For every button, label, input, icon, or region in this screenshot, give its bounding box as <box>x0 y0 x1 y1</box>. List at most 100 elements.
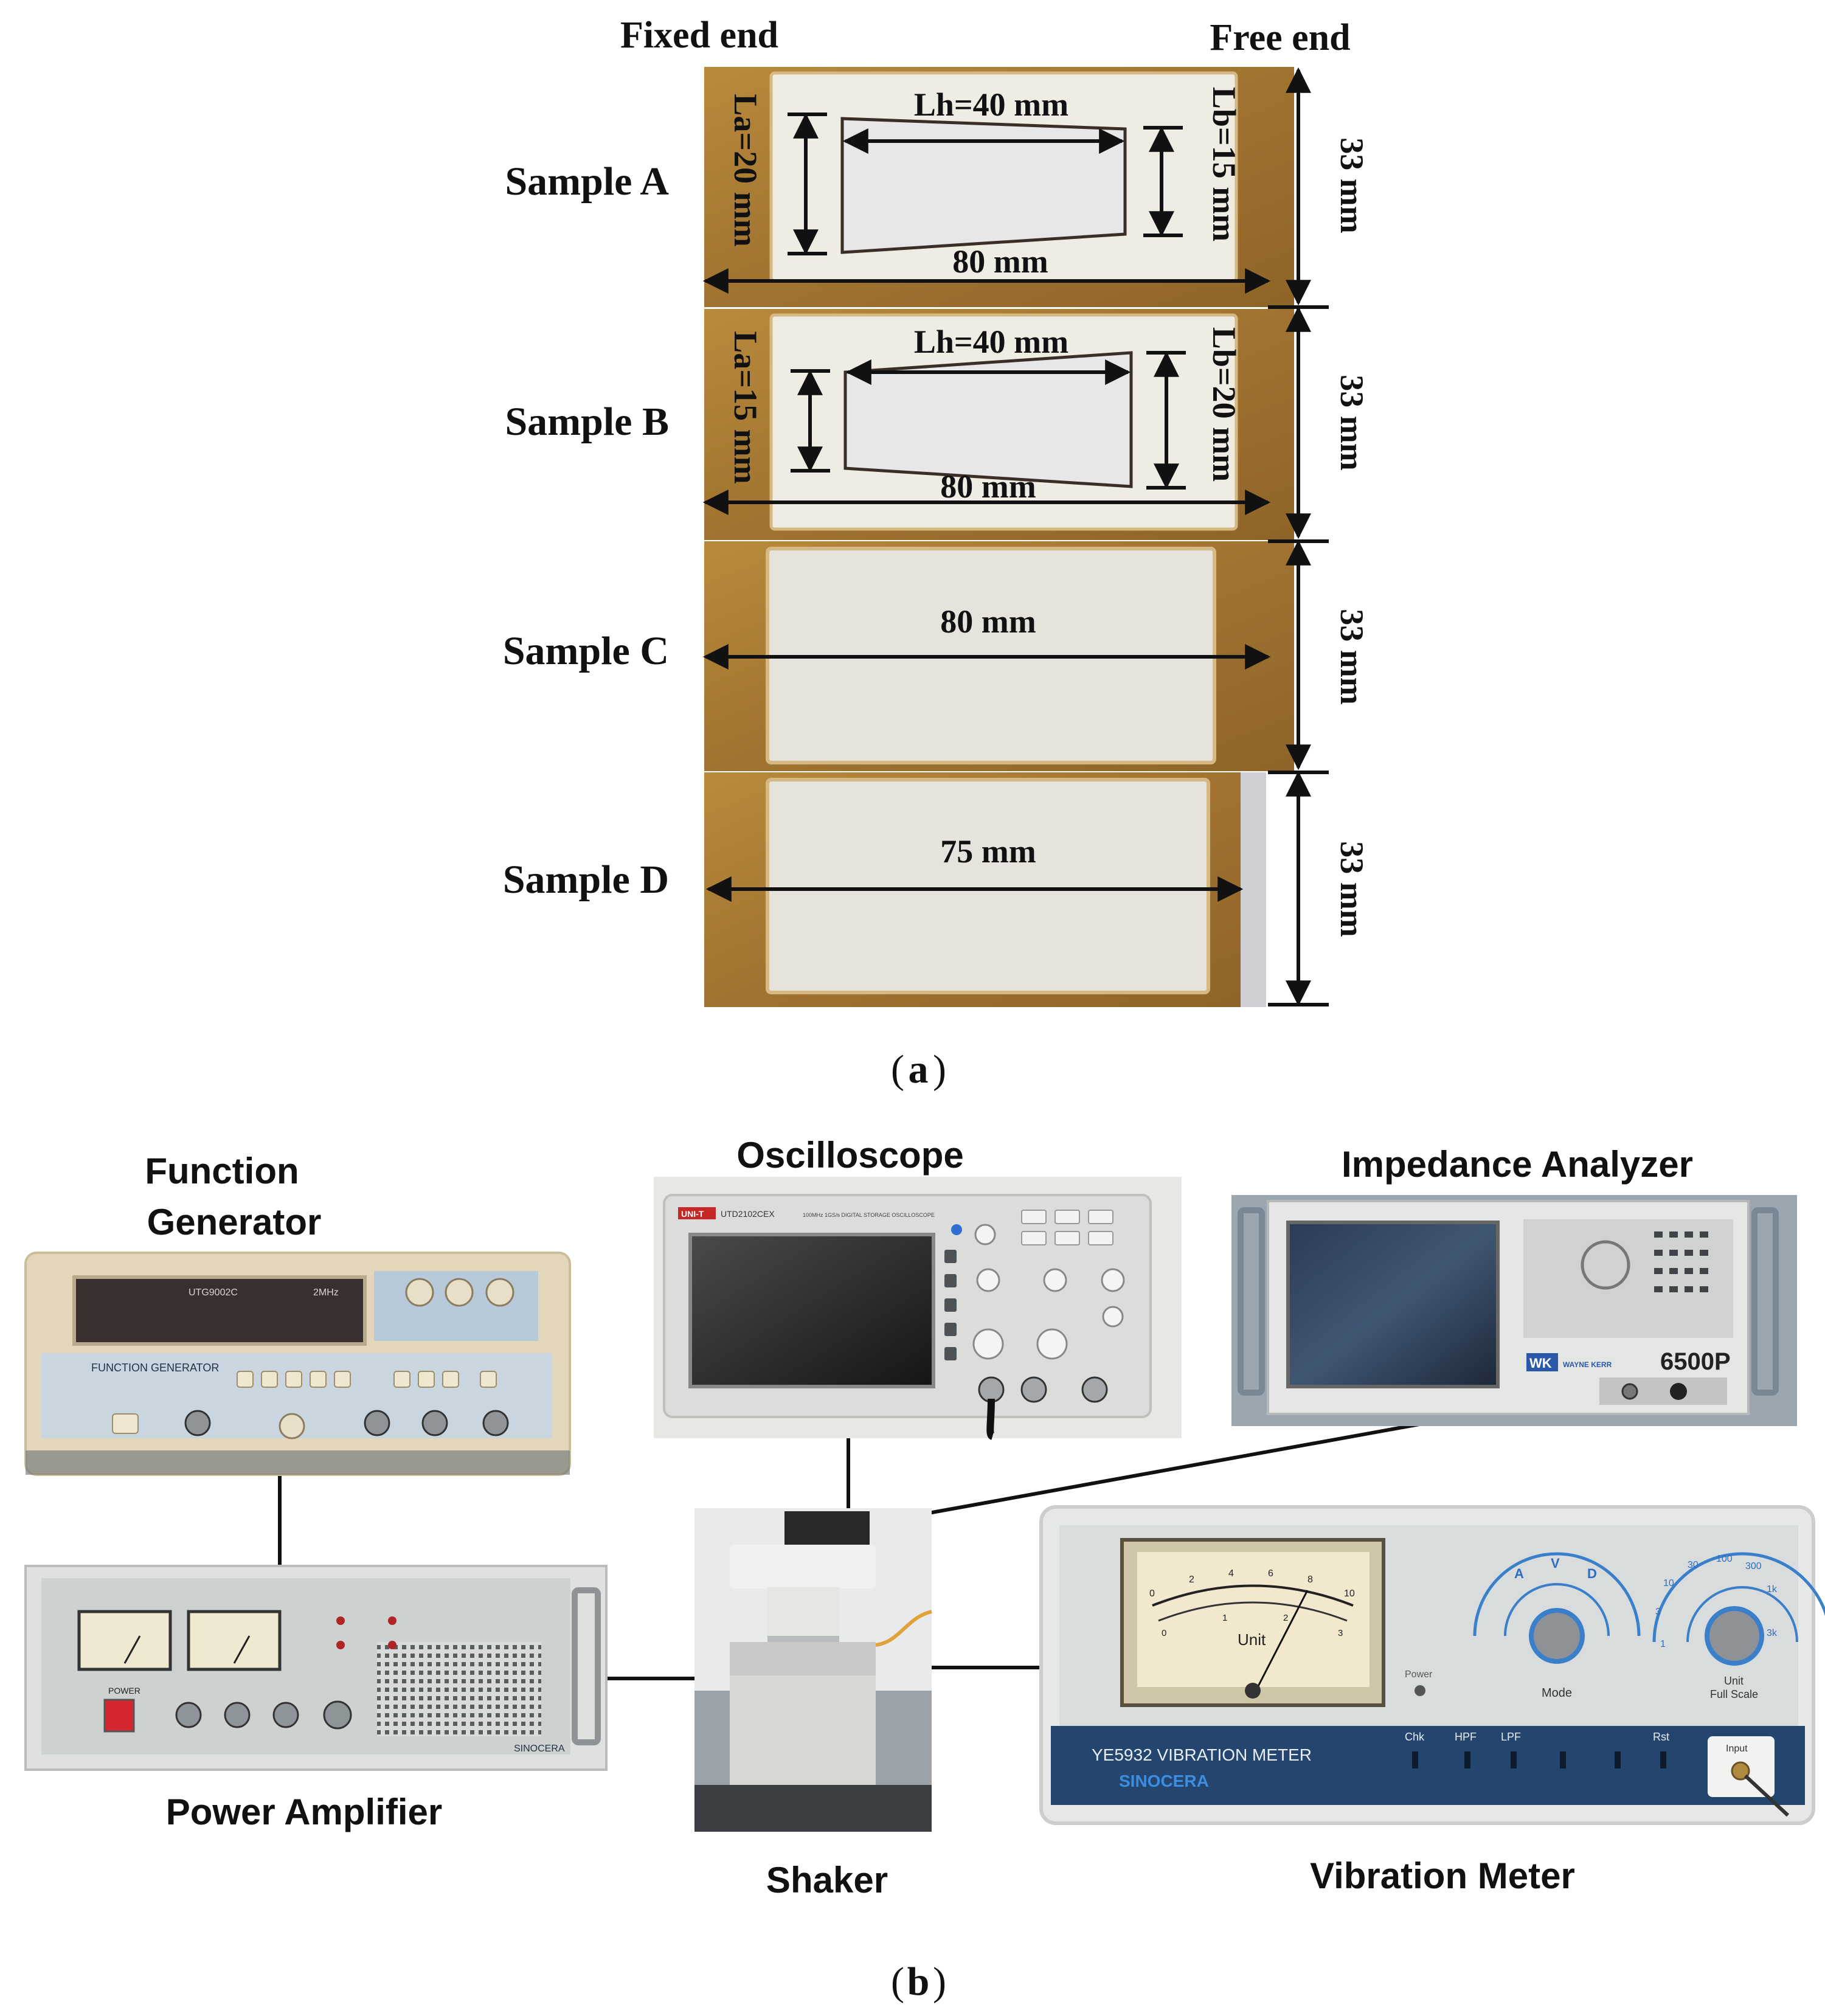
osc-menu-button[interactable] <box>944 1347 957 1360</box>
osc-bnc-connector[interactable] <box>1020 1376 1047 1403</box>
osc-button[interactable] <box>1054 1210 1080 1224</box>
ia-key[interactable] <box>1669 1231 1678 1238</box>
shaker-base <box>694 1785 932 1832</box>
fg-bnc-connector[interactable] <box>482 1410 509 1436</box>
fg-button[interactable] <box>310 1371 327 1388</box>
vm-range-switch[interactable] <box>1560 1751 1566 1768</box>
osc-button[interactable] <box>1088 1231 1113 1245</box>
full-scale-option-label: 100 <box>1716 1554 1733 1564</box>
impedance-analyzer-nav-pad[interactable] <box>1581 1240 1630 1290</box>
pa-knob[interactable] <box>323 1700 352 1730</box>
osc-button[interactable] <box>1021 1231 1047 1245</box>
ia-key[interactable] <box>1700 1268 1708 1274</box>
fg-bnc-connector[interactable] <box>364 1410 390 1436</box>
ia-key[interactable] <box>1669 1268 1678 1274</box>
full-scale-arc-inner <box>1686 1586 1798 1643</box>
sample-b: Sample B La=15 mm Lh=40 mm Lb=20 mm 80 m… <box>505 305 1370 540</box>
fg-button[interactable] <box>393 1371 410 1388</box>
osc-multipurpose-knob[interactable] <box>974 1224 996 1245</box>
fg-button[interactable] <box>285 1371 302 1388</box>
fg-button[interactable] <box>442 1371 459 1388</box>
ia-key[interactable] <box>1685 1268 1693 1274</box>
ia-front-knob[interactable] <box>1670 1383 1687 1400</box>
osc-button[interactable] <box>1088 1210 1113 1224</box>
oscilloscope-title: Oscilloscope <box>736 1135 963 1176</box>
impedance-analyzer-screen <box>1286 1221 1500 1388</box>
power-amplifier-power-switch[interactable] <box>103 1699 135 1733</box>
osc-knob[interactable] <box>1043 1268 1067 1292</box>
fg-knob[interactable] <box>445 1278 474 1307</box>
vibration-meter-input-label: Input <box>1726 1744 1748 1754</box>
osc-menu-button[interactable] <box>944 1298 957 1312</box>
shaker-fixture-cap <box>730 1545 876 1588</box>
ia-key[interactable] <box>1700 1286 1708 1292</box>
osc-knob[interactable] <box>1102 1306 1124 1328</box>
function-generator-model: UTG9002C <box>189 1287 238 1298</box>
osc-knob[interactable] <box>976 1268 1000 1292</box>
vibration-meter-input-connector[interactable] <box>1731 1761 1750 1781</box>
shaker-clamp <box>784 1511 870 1548</box>
vibration-meter-zero-adjust[interactable] <box>1245 1683 1261 1699</box>
pa-knob[interactable] <box>224 1702 251 1728</box>
caption-a-close: ) <box>933 1047 946 1092</box>
osc-menu-button[interactable] <box>944 1250 957 1263</box>
pa-knob[interactable] <box>175 1702 202 1728</box>
mode-selector-arc-inner <box>1504 1583 1610 1637</box>
vm-hpf-switch[interactable] <box>1464 1751 1470 1768</box>
fg-bnc-connector[interactable] <box>184 1410 211 1436</box>
ia-key[interactable] <box>1685 1286 1693 1292</box>
osc-menu-button[interactable] <box>944 1323 957 1336</box>
fg-button[interactable] <box>237 1371 254 1388</box>
ia-key[interactable] <box>1669 1250 1678 1256</box>
caption-a: ( a ) <box>891 1047 946 1092</box>
pa-knob[interactable] <box>272 1702 299 1728</box>
ia-key[interactable] <box>1685 1250 1693 1256</box>
fg-button[interactable] <box>334 1371 351 1388</box>
osc-bnc-connector[interactable] <box>978 1376 1005 1403</box>
caption-a-open: ( <box>891 1047 904 1092</box>
vm-rst-switch[interactable] <box>1660 1751 1666 1768</box>
ia-key[interactable] <box>1654 1231 1663 1238</box>
impedance-analyzer-model: 6500P <box>1660 1348 1731 1375</box>
mode-selector-knob[interactable] <box>1529 1608 1585 1664</box>
full-scale-knob[interactable] <box>1705 1606 1764 1666</box>
full-scale-options: 1 3 10 30 100 300 1k 3k <box>1655 1554 1778 1649</box>
fg-power-button[interactable] <box>112 1413 139 1434</box>
full-scale-option-label: 10 <box>1663 1578 1674 1588</box>
osc-knob[interactable] <box>1101 1268 1125 1292</box>
ia-key[interactable] <box>1700 1250 1708 1256</box>
osc-button[interactable] <box>1021 1210 1047 1224</box>
vm-mode-switch[interactable] <box>1615 1751 1621 1768</box>
osc-knob[interactable] <box>972 1328 1004 1360</box>
ia-key[interactable] <box>1654 1286 1663 1292</box>
ia-key[interactable] <box>1685 1231 1693 1238</box>
fg-bnc-connector[interactable] <box>421 1410 448 1436</box>
vm-chk-switch[interactable] <box>1412 1751 1418 1768</box>
vm-lpf-switch[interactable] <box>1511 1751 1517 1768</box>
vibration-meter: 0 2 4 6 8 10 0 1 2 3 Unit Power A <box>1039 1505 1825 1896</box>
function-generator-buttons <box>112 1371 497 1434</box>
ia-key[interactable] <box>1654 1250 1663 1256</box>
osc-button[interactable] <box>1054 1231 1080 1245</box>
vibration-meter-power-label: Power <box>1405 1669 1433 1680</box>
shaker: Shaker <box>694 1508 932 1900</box>
sample-a-label: Sample A <box>505 159 669 204</box>
ia-front-knob[interactable] <box>1621 1383 1638 1400</box>
sample-b-label: Sample B <box>505 400 669 444</box>
vm-hpf-label: HPF <box>1455 1731 1477 1743</box>
fg-knob[interactable] <box>405 1278 434 1307</box>
osc-knob[interactable] <box>1036 1328 1068 1360</box>
osc-menu-button[interactable] <box>944 1274 957 1287</box>
ia-key[interactable] <box>1654 1268 1663 1274</box>
sample-b-lh-label: Lh=40 mm <box>914 324 1068 360</box>
fg-knob[interactable] <box>279 1413 305 1439</box>
fg-button[interactable] <box>480 1371 497 1388</box>
fg-button[interactable] <box>418 1371 435 1388</box>
osc-bnc-connector[interactable] <box>1081 1376 1108 1403</box>
ia-key[interactable] <box>1700 1231 1708 1238</box>
function-generator-readout: 2MHz <box>313 1287 339 1298</box>
fg-knob[interactable] <box>485 1278 514 1307</box>
fg-button[interactable] <box>261 1371 278 1388</box>
ia-key[interactable] <box>1669 1286 1678 1292</box>
